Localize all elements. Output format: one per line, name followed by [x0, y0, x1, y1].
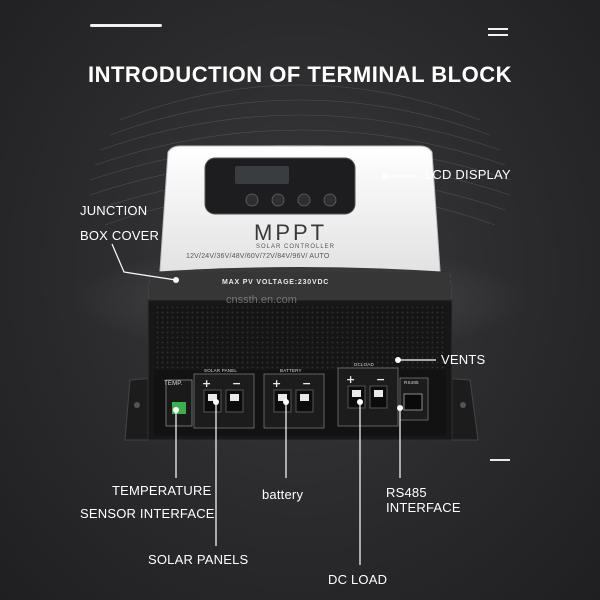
label-junction-2: BOX COVER — [80, 228, 160, 243]
label-junction-1: JUNCTION — [80, 203, 148, 218]
svg-text:−: − — [376, 373, 385, 386]
device-temp-text: TEMP. — [164, 381, 183, 387]
device-max-pv: MAX PV VOLTAGE:230VDC — [222, 279, 330, 286]
device-battery-text: BATTERY — [280, 368, 302, 373]
device-rs485-text: RS485 — [404, 380, 419, 385]
device-brand: MPPT — [254, 220, 328, 245]
device-voltages: 12V/24V/36V/48V/60V/72V/84V/96V/ AUTO — [186, 253, 330, 260]
svg-text:−: − — [232, 377, 241, 390]
solar-terminal — [193, 373, 255, 429]
label-temperature-2: SENSOR INTERFACE — [80, 506, 215, 521]
junction-callout-line — [111, 243, 177, 281]
side-dash — [490, 459, 510, 461]
label-rs485-2: INTERFACE — [386, 500, 461, 515]
svg-text:−: − — [302, 377, 311, 390]
label-rs485-1: RS485 — [386, 485, 427, 500]
watermark: cnssth.en.com — [226, 294, 297, 306]
svg-text:+: + — [202, 377, 211, 390]
menu-icon[interactable] — [488, 28, 508, 38]
device-solar-panel-text: SOLAR PANEL — [204, 368, 238, 373]
label-battery: battery — [262, 487, 304, 502]
label-dc-load: DC LOAD — [328, 572, 388, 587]
label-solar-panels: SOLAR PANELS — [148, 552, 249, 567]
label-vents: VENTS — [441, 352, 486, 367]
label-lcd-display: LCD DISPLAY — [425, 167, 511, 182]
device-subtitle: SOLAR CONTROLLER — [256, 244, 336, 250]
svg-text:+: + — [272, 377, 281, 390]
page-title: INTRODUCTION OF TERMINAL BLOCK — [87, 62, 512, 87]
label-temperature-1: TEMPERATURE — [112, 483, 212, 498]
top-accent-line — [90, 24, 162, 27]
svg-text:+: + — [346, 373, 355, 386]
lcd-screen — [235, 166, 289, 184]
device-dcload-text: DCLOAD — [354, 362, 374, 367]
